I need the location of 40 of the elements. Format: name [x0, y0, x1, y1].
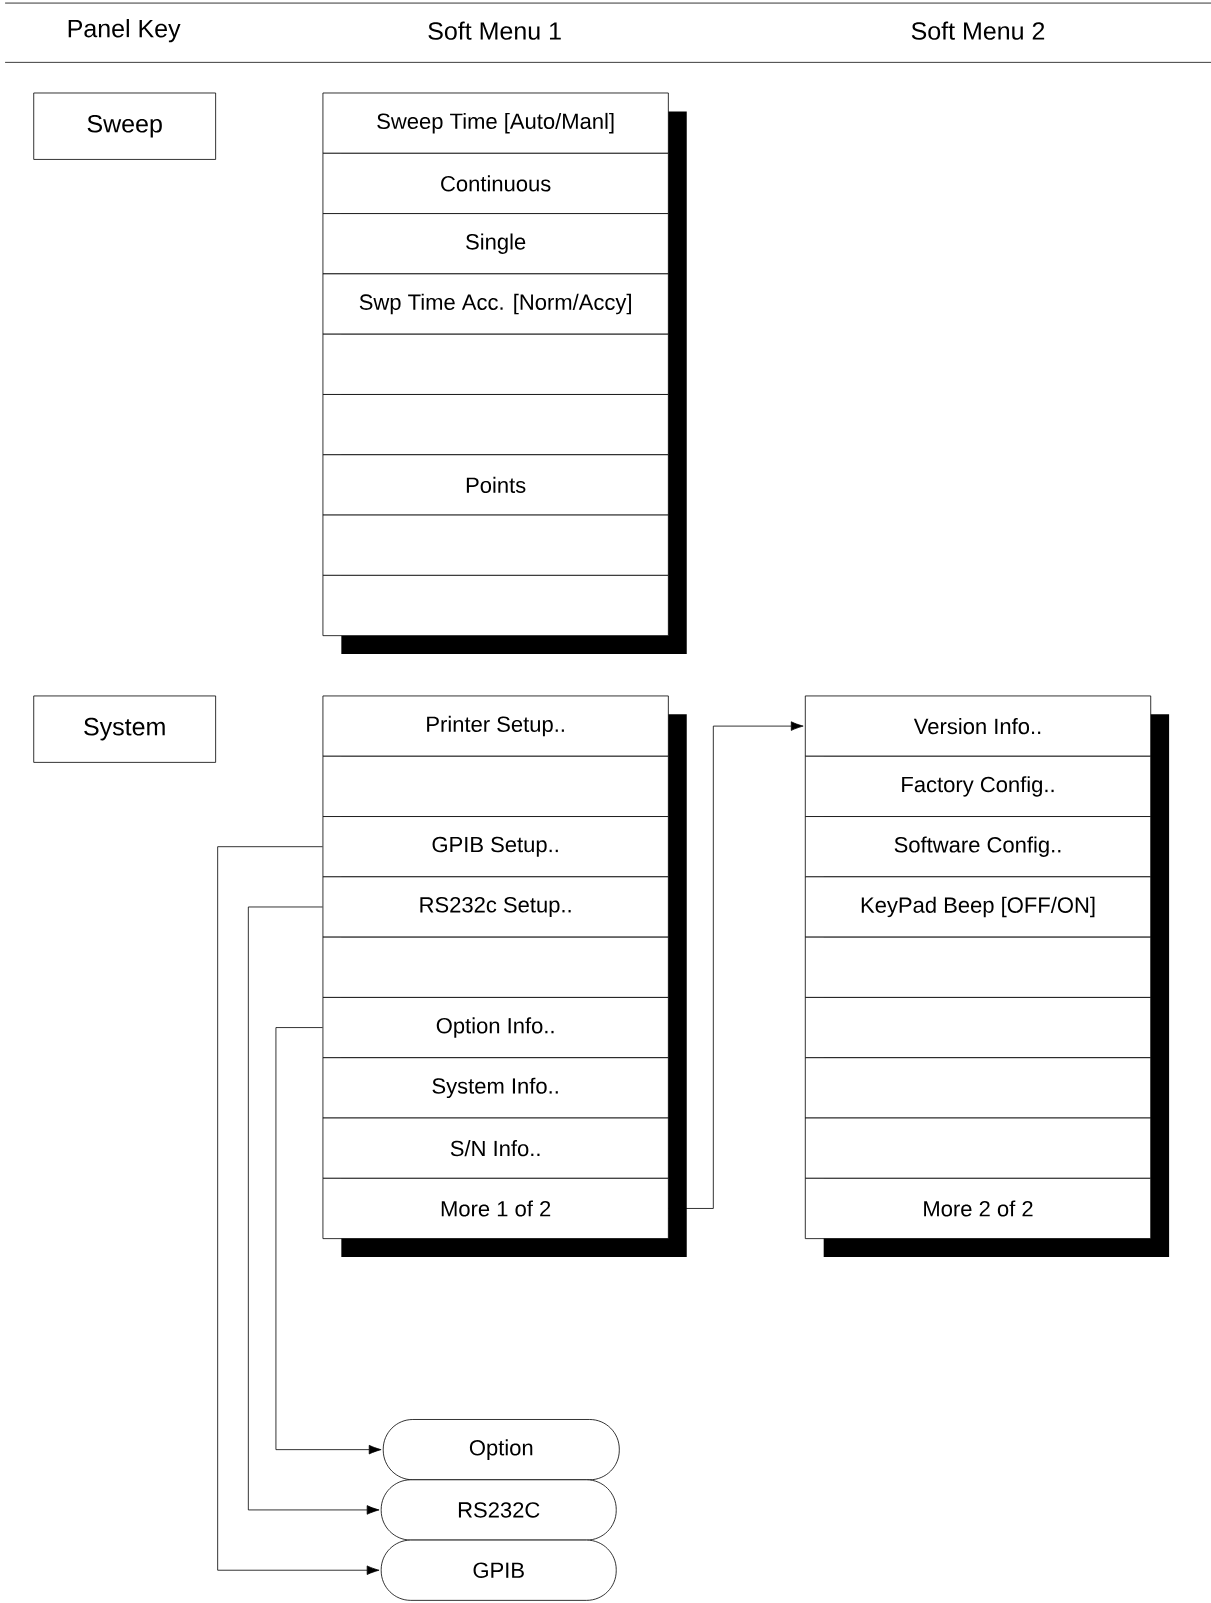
panel-key-box: System [33, 695, 217, 763]
column-heading: Panel Key [68, 19, 181, 43]
terminal-box: GPIB [380, 1539, 617, 1601]
menu-key: Version Info.. [804, 695, 1152, 757]
empty-menu-key [804, 936, 1152, 998]
panel-key-box: Sweep [33, 92, 217, 160]
connector-arrow [247, 906, 380, 1515]
terminal-box: RS232C [380, 1479, 617, 1541]
menu-key: Factory Config.. [804, 755, 1152, 817]
menu-key: S/N Info.. [322, 1117, 669, 1179]
menu-key: KeyPad Beep [OFF/ON] [804, 876, 1152, 938]
empty-menu-key [804, 997, 1152, 1059]
connector-arrow [217, 846, 380, 1575]
terminal-box: Option [382, 1419, 620, 1481]
menu-key: More 2 of 2 [804, 1177, 1152, 1239]
menu-key: Continuous [322, 152, 669, 214]
column-heading: Soft Menu 1 [428, 21, 561, 40]
menu-key: Printer Setup.. [322, 695, 669, 757]
menu-key: Points [322, 454, 669, 516]
empty-menu-key [804, 1117, 1152, 1179]
empty-menu-key [804, 1057, 1152, 1119]
empty-menu-key [322, 574, 669, 637]
empty-menu-key [322, 514, 669, 576]
menu-key: Software Config.. [804, 816, 1152, 878]
menu-key: RS232c Setup.. [322, 876, 669, 938]
menu-key: More 1 of 2 [322, 1177, 669, 1239]
empty-menu-key [322, 333, 669, 395]
menu-key: Swp Time Acc. [Norm/Accy] [322, 273, 669, 335]
menu-key: GPIB Setup.. [322, 816, 669, 878]
menu-key: Option Info.. [322, 997, 669, 1059]
menu-key: System Info.. [322, 1057, 669, 1119]
node-label: GPIB [473, 1562, 524, 1579]
empty-menu-key [322, 394, 669, 456]
connector-arrow [668, 721, 804, 1209]
empty-menu-key [322, 936, 669, 998]
connector-arrow [275, 1027, 382, 1455]
menu-key: Single [322, 213, 669, 275]
column-heading: Soft Menu 2 [911, 21, 1045, 40]
empty-menu-key [322, 755, 669, 817]
menu-key: Sweep Time [Auto/Manl] [322, 92, 669, 154]
